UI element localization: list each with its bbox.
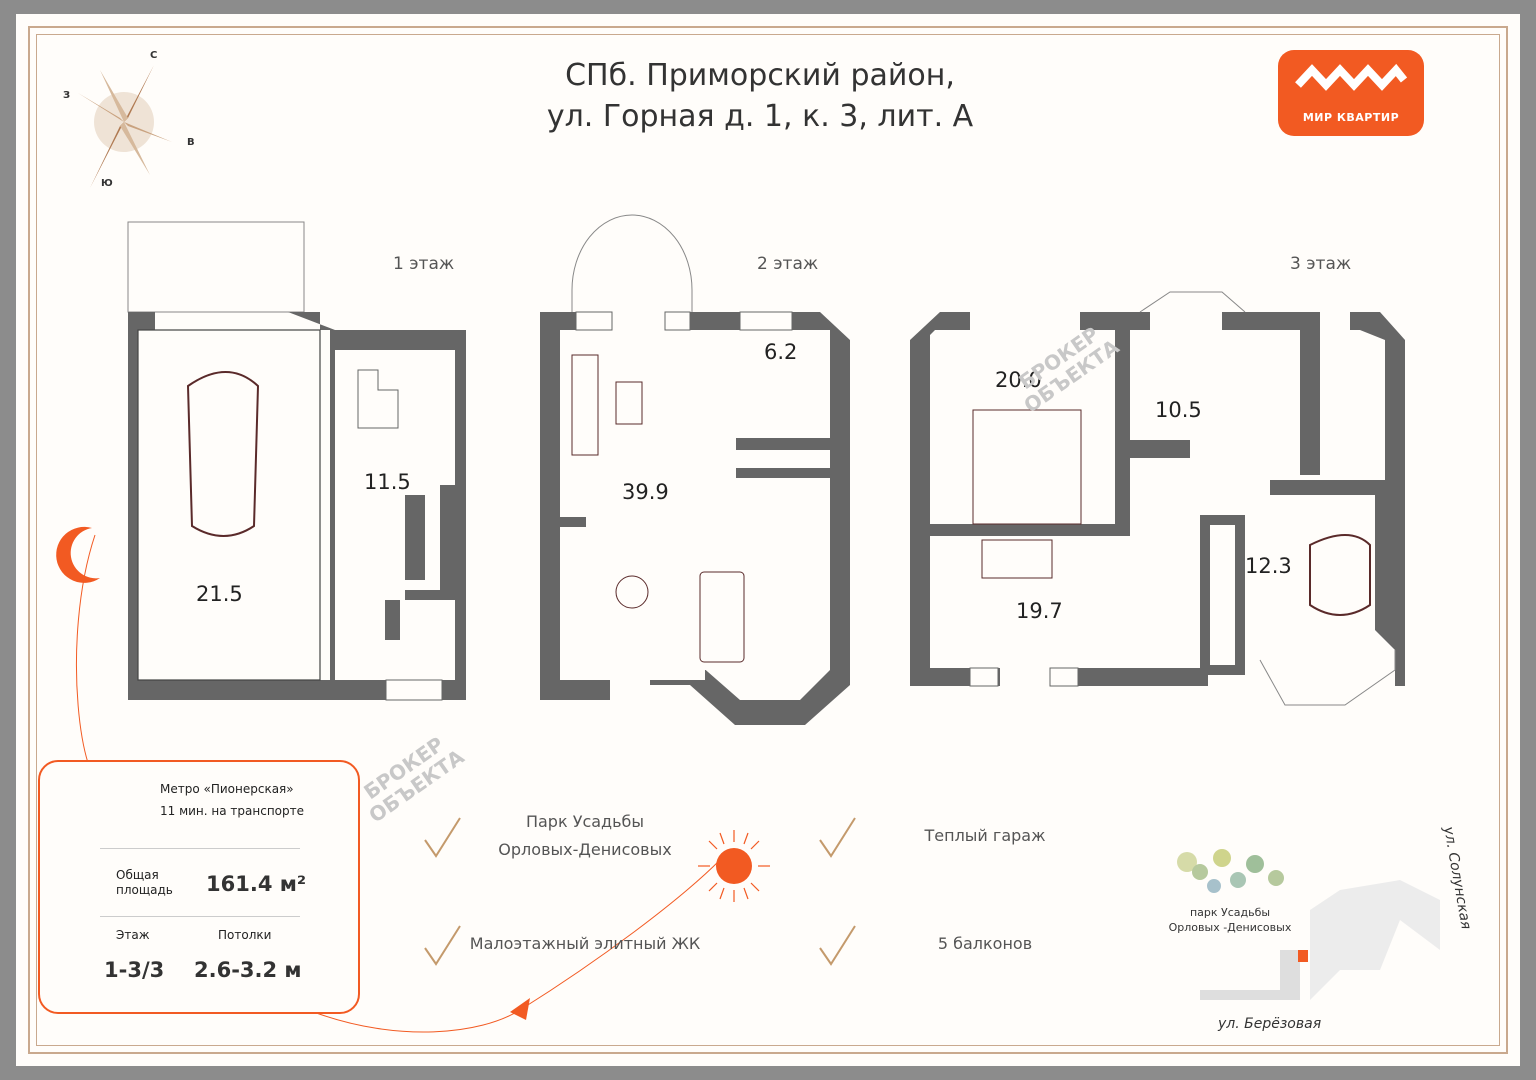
ceiling-value: 2.6-3.2 м xyxy=(194,958,302,982)
room-area-living: 39.9 xyxy=(622,480,669,504)
map-park-label: парк Усадьбы Орловых -Денисовых xyxy=(1168,906,1292,934)
room-area-bedroom-2: 10.5 xyxy=(1155,398,1202,422)
room-area-bedroom-1: 20.0 xyxy=(995,368,1042,392)
floor-1-label: 1 этаж xyxy=(393,254,455,274)
car-icon xyxy=(186,371,260,537)
title-line-2: ул. Горная д. 1, к. 3, лит. А xyxy=(546,99,974,134)
room-area-bedroom-3: 19.7 xyxy=(1016,599,1063,623)
room-area-bathroom: 12.3 xyxy=(1245,554,1292,578)
room-area-stairs: 6.2 xyxy=(764,340,798,364)
floor-3-plan xyxy=(910,291,1405,706)
feature-balconies: 5 балконов xyxy=(937,934,1033,953)
floor-3-label: 3 этаж xyxy=(1290,254,1352,274)
sun-icon xyxy=(698,830,770,902)
location-map xyxy=(1177,849,1440,1000)
divider xyxy=(100,848,300,849)
title-line-1: СПб. Приморский район, xyxy=(565,58,955,93)
brand-logo: МИР КВАРТИР xyxy=(1278,50,1424,136)
compass-north: С xyxy=(150,50,158,61)
floor-value: 1-3/3 xyxy=(104,958,165,982)
area-value: 161.4 м² xyxy=(206,872,307,896)
metro-station: Метро «Пионерская» xyxy=(160,782,294,796)
compass-east: В xyxy=(187,137,195,148)
metro-time: 11 мин. на транспорте xyxy=(160,804,305,818)
ceiling-label: Потолки xyxy=(218,928,272,942)
logo-text: МИР КВАРТИР xyxy=(1302,111,1400,124)
floor-2-label: 2 этаж xyxy=(757,254,819,274)
check-icon xyxy=(819,817,856,858)
floor-label: Этаж xyxy=(116,928,150,942)
divider xyxy=(100,916,300,917)
area-label: Общая площадь xyxy=(116,868,173,897)
check-icon xyxy=(819,925,856,966)
check-icon xyxy=(424,925,461,966)
moon-icon xyxy=(56,526,100,583)
street-berezovaya: ул. Берёзовая xyxy=(1218,1016,1322,1032)
logo-mark-icon xyxy=(1295,63,1408,91)
page-title: СПб. Приморский район, ул. Горная д. 1, … xyxy=(460,55,1060,137)
feature-elite-complex: Малоэтажный элитный ЖК xyxy=(469,934,701,953)
info-card: Метро «Пионерская» 11 мин. на транспорте… xyxy=(38,760,360,1014)
feature-park: Парк Усадьбы Орловых-Денисовых xyxy=(498,812,672,859)
room-area-garage: 21.5 xyxy=(196,582,243,606)
feature-garage: Теплый гараж xyxy=(924,826,1046,845)
room-area-hall: 11.5 xyxy=(364,470,411,494)
arrow-icon xyxy=(510,998,530,1020)
outer-frame xyxy=(28,26,1508,1054)
floor-2-plan xyxy=(540,214,850,725)
floor-1-plan xyxy=(127,221,466,701)
check-icon xyxy=(424,817,461,858)
compass-south: Ю xyxy=(101,178,113,189)
inner-frame xyxy=(36,34,1500,1046)
compass-icon xyxy=(78,65,172,188)
compass-west: З xyxy=(63,90,71,101)
building-marker xyxy=(1298,950,1308,962)
